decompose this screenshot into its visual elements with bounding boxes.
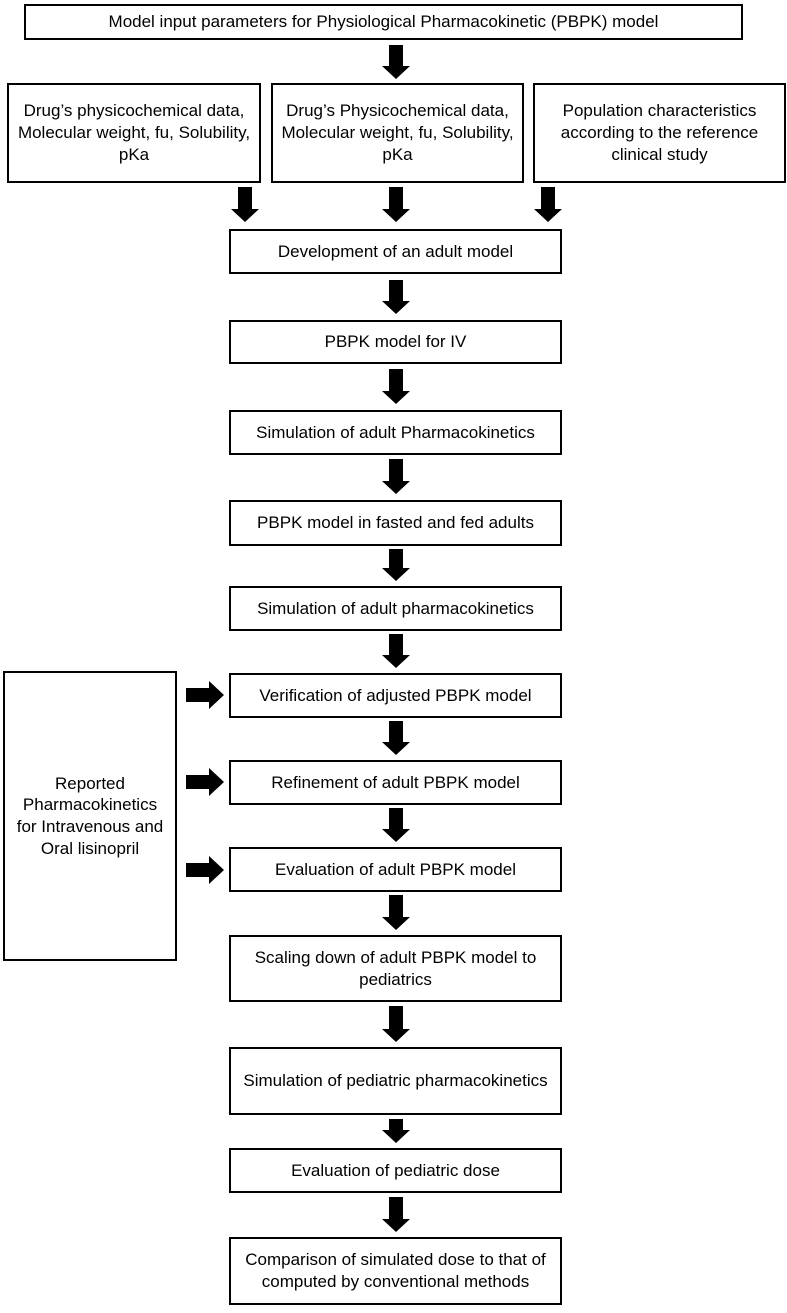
- step-simulation-pediatric: Simulation of pediatric pharmacokinetics: [229, 1047, 562, 1115]
- step-refinement: Refinement of adult PBPK model: [229, 760, 562, 805]
- arrow-to-scaling-down: [382, 895, 410, 930]
- arrow-to-simulation-adult-2: [382, 549, 410, 581]
- arrow-side-to-refinement: [186, 768, 224, 796]
- arrow-input2-to-development: [382, 187, 410, 222]
- arrow-to-evaluation-dose: [382, 1119, 410, 1143]
- arrow-input3-to-development: [534, 187, 562, 222]
- arrow-to-verification: [382, 634, 410, 668]
- step-evaluation-pediatric-dose: Evaluation of pediatric dose: [229, 1148, 562, 1193]
- arrow-to-simulation-pediatric: [382, 1006, 410, 1042]
- step-simulation-adult-pk-2: Simulation of adult pharmacokinetics: [229, 586, 562, 631]
- step-scaling-down: Scaling down of adult PBPK model to pedi…: [229, 935, 562, 1002]
- arrow-to-evaluation-adult: [382, 808, 410, 842]
- arrow-to-comparison: [382, 1197, 410, 1232]
- arrow-title-to-inputs: [382, 45, 410, 79]
- title-box: Model input parameters for Physiological…: [24, 4, 743, 40]
- input-box-physicochemical: Drug’s physicochemical data, Molecular w…: [7, 83, 261, 183]
- arrow-to-simulation-adult: [382, 369, 410, 404]
- arrow-to-fasted-fed: [382, 459, 410, 494]
- arrow-side-to-verification: [186, 681, 224, 709]
- step-simulation-adult-pk: Simulation of adult Pharmacokinetics: [229, 410, 562, 455]
- step-development-adult-model: Development of an adult model: [229, 229, 562, 274]
- arrow-to-refinement: [382, 721, 410, 755]
- input-box-population: Population characteristics according to …: [533, 83, 786, 183]
- step-comparison: Comparison of simulated dose to that of …: [229, 1237, 562, 1305]
- arrow-to-pbpk-iv: [382, 280, 410, 314]
- arrow-side-to-evaluation: [186, 856, 224, 884]
- step-verification: Verification of adjusted PBPK model: [229, 673, 562, 718]
- input-box-physicochemical-2: Drug’s Physicochemical data, Molecular w…: [271, 83, 524, 183]
- side-box-reported-pk: Reported Pharmacokinetics for Intravenou…: [3, 671, 177, 961]
- arrow-input1-to-development: [231, 187, 259, 222]
- step-pbpk-fasted-fed: PBPK model in fasted and fed adults: [229, 500, 562, 546]
- step-pbpk-model-iv: PBPK model for IV: [229, 320, 562, 364]
- step-evaluation-adult: Evaluation of adult PBPK model: [229, 847, 562, 892]
